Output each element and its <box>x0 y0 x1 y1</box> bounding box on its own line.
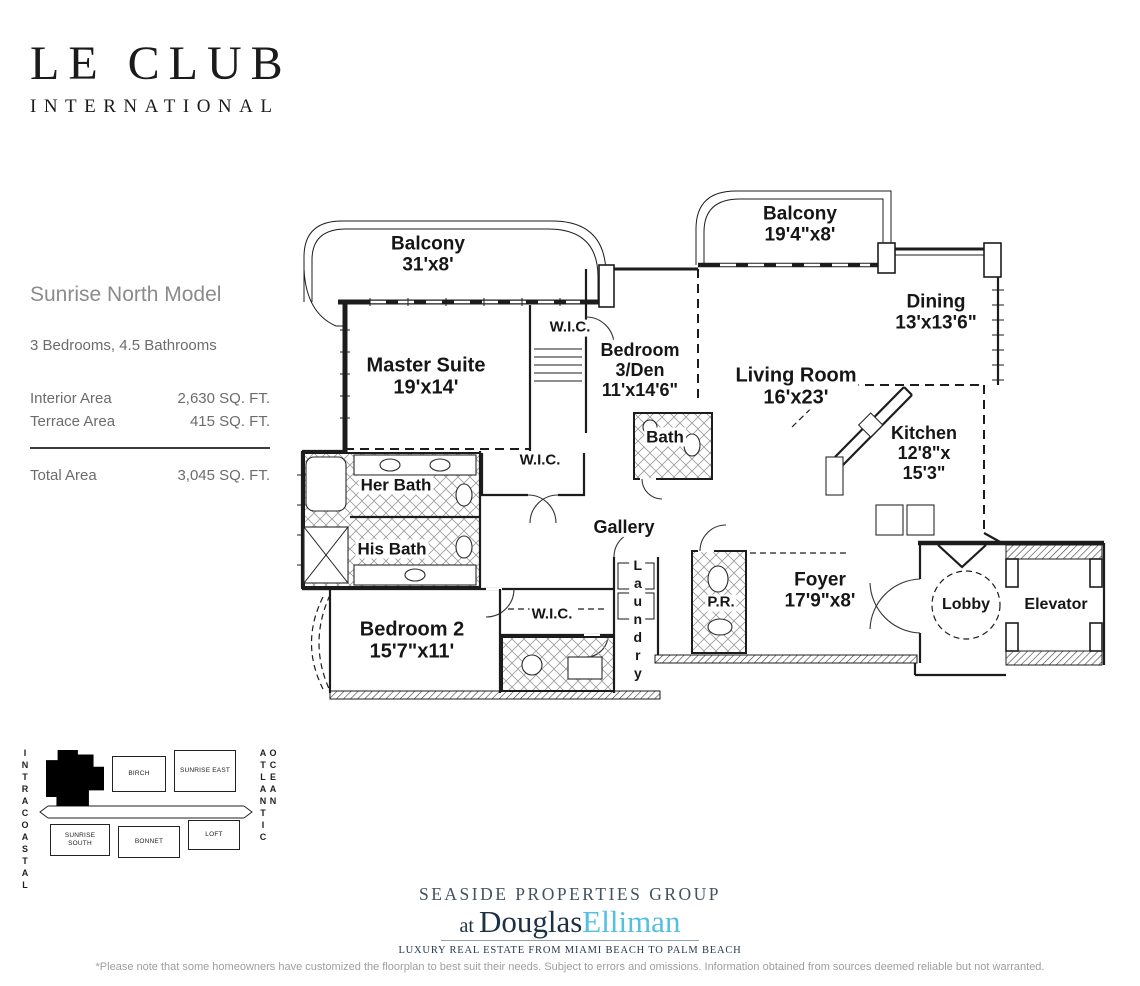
room-label-wic-middle: W.I.C. <box>517 451 563 470</box>
wic-bottom-walls <box>500 608 615 692</box>
siteplan-building-sunrise-south: SUNRISE SOUTH <box>50 824 110 856</box>
siteplan-building-sunrise-east: SUNRISE EAST <box>174 750 236 792</box>
foyer-bottom-wall <box>654 654 918 664</box>
terrace-area-row: Terrace Area 415 SQ. FT. <box>30 411 270 434</box>
master-suite-walls <box>345 269 615 451</box>
window-ticks-dining <box>992 289 1004 381</box>
interior-area-row: Interior Area 2,630 SQ. FT. <box>30 388 270 411</box>
wic-middle-walls <box>480 453 586 524</box>
interior-area-value: 2,630 SQ. FT. <box>177 390 270 407</box>
her-his-bath-walls <box>302 451 614 618</box>
broker-tagline: LUXURY REAL ESTATE FROM MIAMI BEACH TO P… <box>398 945 742 956</box>
intracoastal-label: INTRACOASTAL <box>20 748 30 892</box>
broker-rule <box>441 940 699 941</box>
model-info-panel: Sunrise North Model 3 Bedrooms, 4.5 Bath… <box>30 283 270 488</box>
balcony-left-walls <box>303 220 607 327</box>
total-area-row: Total Area 3,045 SQ. FT. <box>30 465 270 488</box>
siteplan-building-birch: BIRCH <box>112 756 166 792</box>
siteplan-roads <box>39 805 253 819</box>
terrace-area-value: 415 SQ. FT. <box>189 412 270 430</box>
interior-area-label: Interior Area <box>30 390 112 407</box>
bedroom2-walls <box>310 589 502 693</box>
siteplan-building-bonnet: BONNET <box>118 826 180 858</box>
brand-subtitle: INTERNATIONAL <box>30 96 280 117</box>
broker-elliman: Elliman <box>582 904 681 939</box>
total-divider <box>30 447 270 449</box>
room-label-bath: Bath <box>644 427 686 447</box>
room-label-wic-bottom: W.I.C. <box>529 605 575 624</box>
room-label-wic-top: W.I.C. <box>547 318 593 337</box>
total-area-value: 3,045 SQ. FT. <box>177 467 270 484</box>
room-label-powder-room: P.R. <box>705 593 737 612</box>
brand-logo: LE CLUB INTERNATIONAL <box>30 40 292 118</box>
broker-logo: SEASIDE PROPERTIES GROUP at DouglasEllim… <box>0 884 1140 956</box>
room-label-her-bath: Her Bath <box>358 475 434 495</box>
exterior-walls <box>297 242 1104 700</box>
siteplan-building-loft: LOFT <box>188 820 240 850</box>
broker-douglas: Douglas <box>478 904 583 939</box>
balcony-right-walls <box>695 190 892 265</box>
room-label-laundry: Laundry <box>629 555 646 685</box>
atlantic-ocean-label: ATLANTIC OCEAN <box>258 748 278 844</box>
lobby-walls <box>869 543 1006 677</box>
total-area-label: Total Area <box>30 467 97 484</box>
model-title: Sunrise North Model <box>30 283 222 306</box>
model-subtitle: 3 Bedrooms, 4.5 Bathrooms <box>30 337 217 354</box>
room-label-his-bath: His Bath <box>355 539 429 559</box>
disclaimer-text: *Please note that some homeowners have c… <box>95 961 1045 973</box>
broker-group-name: SEASIDE PROPERTIES GROUP <box>418 884 722 904</box>
room-label-gallery: Gallery <box>591 516 657 538</box>
elevator-shafts <box>1005 543 1106 666</box>
broker-brand-name: at DouglasElliman <box>0 906 1140 937</box>
room-label-elevator: Elevator <box>1022 596 1090 614</box>
broker-at: at <box>459 915 479 937</box>
floorplan-walls <box>297 190 1106 700</box>
brand-name: LE CLUB <box>30 37 292 90</box>
room-label-lobby: Lobby <box>940 596 992 614</box>
terrace-area-label: Terrace Area <box>30 412 116 430</box>
